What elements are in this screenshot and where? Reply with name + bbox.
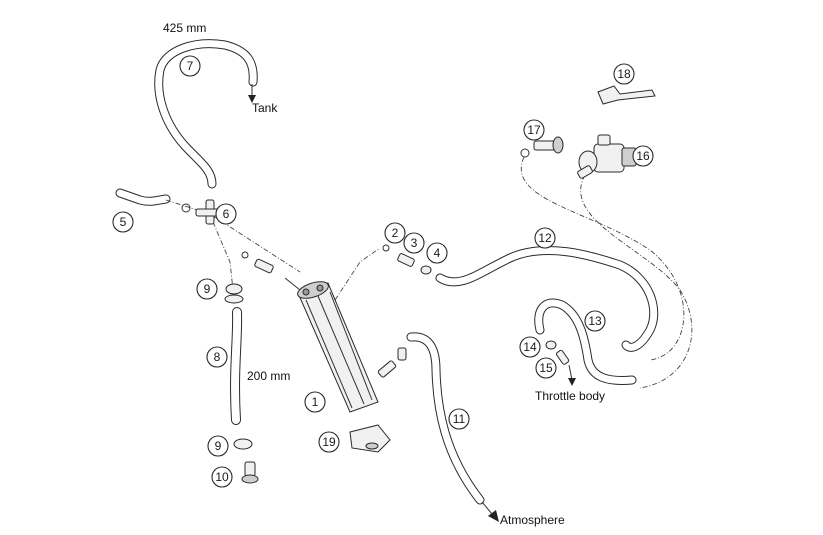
check-valve [241,251,274,274]
routing-line-16 [580,174,693,389]
svg-text:10: 10 [215,470,229,484]
washer-2 [382,244,390,252]
fitting-15 [555,349,570,365]
svg-text:9: 9 [215,439,222,453]
callout-8: 8 [206,346,228,368]
callout-16: 16 [632,145,654,167]
svg-text:15: 15 [539,361,553,375]
hose-13 [534,298,637,385]
callout-2: 2 [384,222,406,244]
clamp-9-upper [224,283,244,304]
plug-10 [241,461,259,484]
svg-text:4: 4 [434,246,441,260]
routing-line-5-6 [165,199,301,273]
svg-text:7: 7 [187,59,194,73]
atmosphere-label: Atmosphere [500,513,565,527]
callout-12: 12 [534,227,556,249]
svg-text:5: 5 [120,215,127,229]
carbon-canister [284,277,379,413]
callout-11: 11 [448,408,470,430]
callout-7: 7 [179,55,201,77]
callout-15: 15 [535,357,557,379]
hose-elbow-5 [115,188,171,206]
fitting-lower [377,347,407,378]
callout-19: 19 [318,431,340,453]
svg-text:8: 8 [214,350,221,364]
throttle-arrow-line [568,364,573,381]
callout-14: 14 [519,336,541,358]
callout-9-lower: 9 [207,435,229,457]
throttle-body-label: Throttle body [535,389,605,403]
svg-text:13: 13 [588,314,602,328]
svg-text:14: 14 [523,340,537,354]
throttle-arrow-head [568,378,576,386]
fitting-17 [520,136,564,158]
clamp-9-lower [233,438,253,450]
clamp-6 [181,203,191,213]
svg-text:19: 19 [322,435,336,449]
length-label-200mm: 200 mm [247,369,290,383]
atmosphere-arrow-head [488,510,499,522]
callout-5: 5 [112,211,134,233]
purge-valve [577,134,637,179]
callout-17: 17 [523,119,545,141]
svg-text:9: 9 [204,282,211,296]
callout-3: 3 [403,232,425,254]
callout-4: 4 [426,242,448,264]
svg-text:2: 2 [392,226,399,240]
svg-text:12: 12 [538,231,552,245]
svg-text:11: 11 [453,412,466,426]
tank-label: Tank [252,101,278,115]
svg-text:6: 6 [223,207,230,221]
svg-text:1: 1 [312,395,319,409]
svg-text:18: 18 [617,67,631,81]
bracket-18 [597,85,656,105]
atmosphere-arrow-line [481,501,493,515]
hose-12 [435,246,659,352]
svg-text:16: 16 [636,149,650,163]
length-label-425mm: 425 mm [163,21,206,35]
callout-10: 10 [211,466,233,488]
routing-line-6-9 [212,221,234,291]
hose-tank-425mm [154,39,258,189]
routing-line-canister-2 [334,247,381,301]
callout-1: 1 [304,391,326,413]
cover-19 [349,424,391,453]
clamp-4 [420,265,432,275]
tank-arrow-head [248,95,256,103]
hose-200mm [230,307,243,425]
callout-6: 6 [215,203,237,225]
callout-13: 13 [584,310,606,332]
callout-9-upper: 9 [196,278,218,300]
svg-text:17: 17 [527,123,541,137]
callout-18: 18 [613,63,635,85]
fitting-3 [397,253,415,267]
clamp-14 [545,340,557,350]
svg-text:3: 3 [411,236,418,250]
hose-atmosphere [406,332,485,505]
